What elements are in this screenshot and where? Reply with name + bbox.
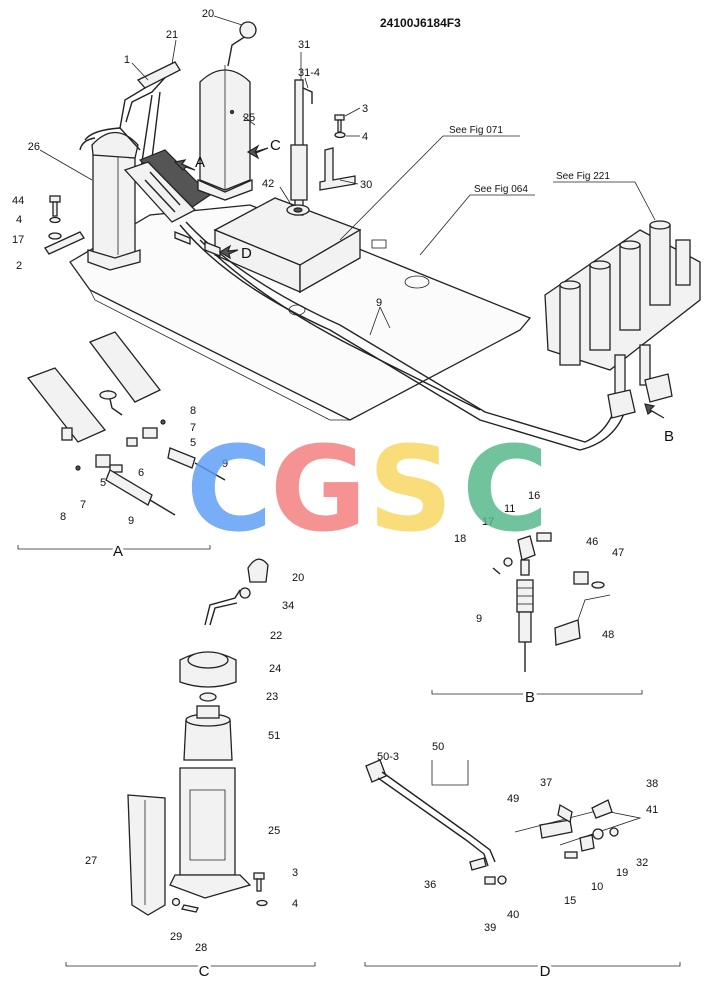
label-c-22: 22 xyxy=(270,630,282,642)
label-d-49: 49 xyxy=(507,793,519,805)
label-a-5: 5 xyxy=(190,437,196,449)
label-b-17: 17 xyxy=(482,516,494,528)
section-a-bracket xyxy=(17,545,211,550)
label-a-7: 7 xyxy=(190,422,196,434)
rod-31 xyxy=(286,79,313,216)
label-c-51: 51 xyxy=(268,730,280,742)
arrow-b xyxy=(644,403,665,419)
watermark-letter-1: C xyxy=(186,420,273,558)
label-31-4: 31-4 xyxy=(298,67,320,79)
label-3: 3 xyxy=(362,103,368,115)
label-a-6: 6 xyxy=(138,467,144,479)
label-a-8b: 8 xyxy=(60,511,66,523)
left-fasteners xyxy=(44,195,85,255)
label-d-41: 41 xyxy=(646,804,658,816)
main-assembly: 26 1 21 20 25 31 31-4 3 4 30 42 44 4 17 … xyxy=(12,8,701,451)
arrow-a xyxy=(173,159,196,171)
label-4b: 4 xyxy=(16,214,22,226)
right-lever-tower xyxy=(197,21,257,201)
view-letter-d: D xyxy=(241,245,252,262)
watermark-letter-2: G xyxy=(270,420,367,558)
label-c-24: 24 xyxy=(269,663,281,675)
view-letter-a: A xyxy=(195,154,205,171)
section-d-bracket xyxy=(364,962,681,967)
ref-fig-071: See Fig 071 xyxy=(449,125,503,136)
label-d-15: 15 xyxy=(564,895,576,907)
section-title-c: C xyxy=(199,963,210,980)
label-a-9: 9 xyxy=(222,458,228,470)
view-letter-b: B xyxy=(664,428,674,445)
detail-b: 18 17 11 16 46 47 9 48 B xyxy=(431,490,643,709)
label-c-27: 27 xyxy=(85,855,97,867)
label-d-50: 50 xyxy=(432,741,444,753)
label-c-4: 4 xyxy=(292,898,298,910)
view-letter-c: C xyxy=(270,137,281,154)
bracket-30 xyxy=(319,114,356,191)
arrow-d xyxy=(218,244,239,260)
label-a-7b: 7 xyxy=(80,499,86,511)
label-21: 21 xyxy=(166,29,178,41)
watermark: C G S C xyxy=(186,420,549,558)
label-2: 2 xyxy=(16,260,22,272)
label-b-48: 48 xyxy=(602,629,614,641)
left-lever-tower xyxy=(79,127,141,271)
label-c-20: 20 xyxy=(292,572,304,584)
label-9-main: 9 xyxy=(376,297,382,309)
label-25: 25 xyxy=(243,112,255,124)
label-d-32: 32 xyxy=(636,857,648,869)
label-42: 42 xyxy=(262,178,274,190)
label-a-5b: 5 xyxy=(100,477,106,489)
label-20: 20 xyxy=(202,8,214,20)
label-1: 1 xyxy=(124,54,130,66)
arrow-c xyxy=(246,144,269,160)
label-17: 17 xyxy=(12,234,24,246)
label-d-40: 40 xyxy=(507,909,519,921)
label-d-50-3: 50-3 xyxy=(377,751,399,763)
label-d-10: 10 xyxy=(591,881,603,893)
label-c-28: 28 xyxy=(195,942,207,954)
label-a-8: 8 xyxy=(190,405,196,417)
watermark-letter-4: C xyxy=(462,420,549,558)
ref-fig-064: See Fig 064 xyxy=(474,184,528,195)
label-c-25: 25 xyxy=(268,825,280,837)
main-cables xyxy=(174,221,629,451)
label-31: 31 xyxy=(298,39,310,51)
label-c-3: 3 xyxy=(292,867,298,879)
label-26: 26 xyxy=(28,141,40,153)
label-a-9b: 9 xyxy=(128,515,134,527)
label-d-19: 19 xyxy=(616,867,628,879)
label-4: 4 xyxy=(362,131,368,143)
watermark-letter-3: S xyxy=(368,420,453,558)
ref-fig-221: See Fig 221 xyxy=(556,171,610,182)
section-title-a: A xyxy=(113,543,123,560)
label-b-18: 18 xyxy=(454,533,466,545)
section-c-bracket xyxy=(65,962,316,967)
label-b-16: 16 xyxy=(528,490,540,502)
label-b-9: 9 xyxy=(476,613,482,625)
label-d-37: 37 xyxy=(540,777,552,789)
main-pedals xyxy=(123,149,211,223)
label-d-39: 39 xyxy=(484,922,496,934)
label-30: 30 xyxy=(360,179,372,191)
label-c-34: 34 xyxy=(282,600,294,612)
main-leaders xyxy=(39,15,656,336)
detail-d: 50 50-3 37 38 49 41 32 36 19 10 15 40 39… xyxy=(364,741,681,983)
label-b-11: 11 xyxy=(504,503,515,515)
label-b-46: 46 xyxy=(586,536,598,548)
section-b-bracket xyxy=(431,690,643,695)
label-44: 44 xyxy=(12,195,24,207)
label-c-29: 29 xyxy=(170,931,182,943)
label-d-36: 36 xyxy=(424,879,436,891)
drawing-code: 24100J6184F3 xyxy=(380,16,461,30)
section-title-d: D xyxy=(540,963,551,980)
label-b-47: 47 xyxy=(612,547,624,559)
label-c-23: 23 xyxy=(266,691,278,703)
detail-a: 8 7 5 6 9 5 8 7 9 A xyxy=(17,331,228,563)
section-title-b: B xyxy=(525,689,535,706)
control-valve xyxy=(544,220,701,419)
detail-c: 20 34 22 24 23 51 25 27 3 4 29 28 C xyxy=(65,558,316,983)
label-d-38: 38 xyxy=(646,778,658,790)
